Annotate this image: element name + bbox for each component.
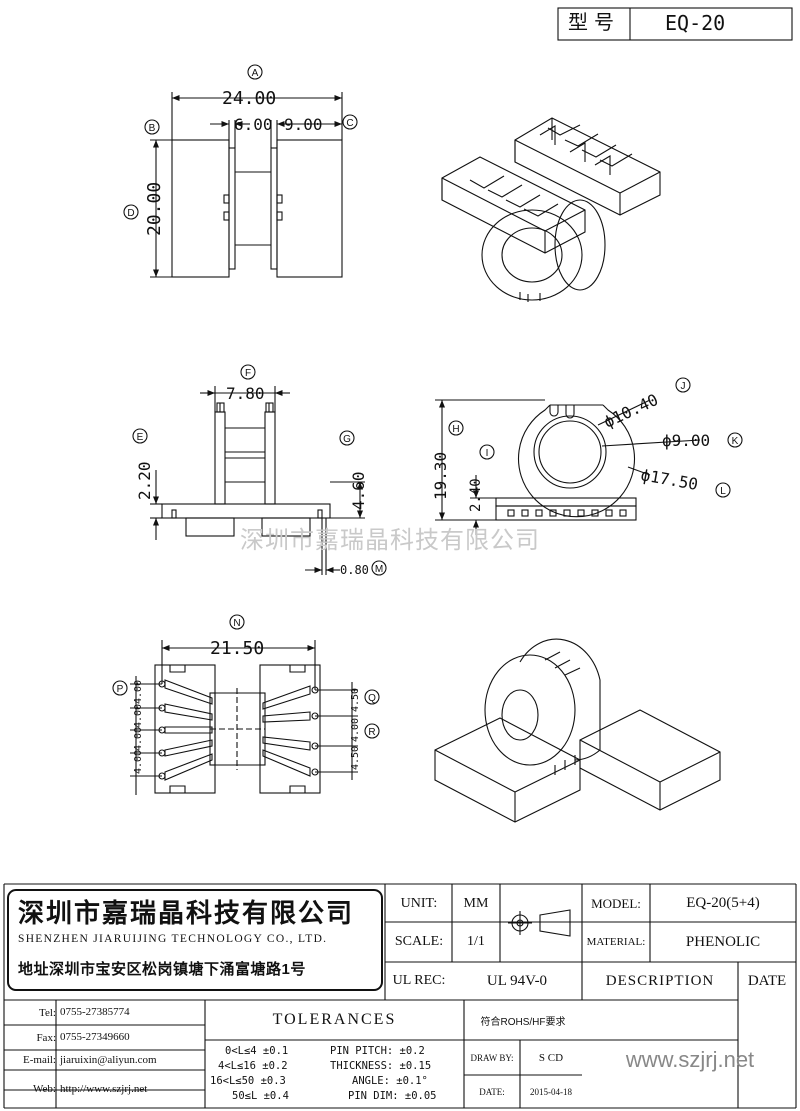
company-name-en: SHENZHEN JIARUIJING TECHNOLOGY CO., LTD.: [18, 933, 328, 945]
tel-label: Tel:: [39, 1006, 56, 1019]
dim-height: 20.00: [144, 182, 165, 236]
dim-n-value: 21.50: [210, 638, 264, 659]
dim-g-value: 4.60: [349, 471, 368, 510]
tolerance-length-2: 4<L≤16 ±0.2: [218, 1060, 288, 1072]
bottom-view: [112, 614, 380, 795]
dim-letter-n: N: [233, 618, 240, 629]
dim-m-value: 0.80: [340, 563, 369, 577]
header-model: EQ-20: [665, 11, 726, 35]
dim-letter-i: I: [486, 448, 489, 459]
dim-r-low-value: 4.50: [350, 746, 361, 770]
type-label: 型号: [568, 12, 620, 34]
ulrec-value: UL 94V-0: [486, 972, 548, 989]
dim-l-value: ϕ17.50: [639, 465, 699, 494]
email-label: E-mail:: [23, 1054, 56, 1066]
material-value: PHENOLIC: [685, 933, 761, 950]
dim-p-value-4: 4.00: [133, 750, 144, 774]
dim-j-value: ϕ10.40: [601, 390, 661, 432]
iso-view-top: [441, 117, 661, 302]
tolerance-other-4: PIN DIM: ±0.05: [348, 1090, 437, 1102]
ulrec-label: UL REC:: [392, 973, 446, 988]
web-value[interactable]: http://www.szjrj.net: [60, 1083, 148, 1095]
dim-pin-span: 7.80: [226, 384, 265, 403]
material-label: MATERIAL:: [586, 936, 646, 948]
tolerances-label: TOLERANCES: [272, 1011, 397, 1028]
dim-i-value: 2.40: [468, 478, 484, 512]
scale-label: SCALE:: [394, 934, 444, 949]
title-block-frame: [3, 883, 797, 1109]
tolerance-other-1: PIN PITCH: ±0.2: [330, 1045, 425, 1057]
date-value: 2015-04-18: [530, 1086, 572, 1097]
dim-letter-m: M: [375, 564, 383, 575]
dim-letter-f: F: [245, 368, 251, 379]
unit-value: MM: [463, 895, 489, 911]
dim-slot-gap: 6.00: [234, 115, 273, 134]
iso-view-bottom: [434, 638, 721, 823]
tel-value: 0755-27385774: [60, 1006, 130, 1018]
rohs-label: 符合ROHS/HF要求: [480, 1016, 566, 1028]
unit-label: UNIT:: [400, 895, 438, 911]
dim-r-mid-value: 4.00: [350, 718, 361, 742]
dim-letter-g: G: [343, 434, 351, 445]
dim-p-value-2: 4.00: [133, 704, 144, 728]
drawby-value: S CD: [538, 1051, 564, 1064]
dim-letter-d: D: [127, 208, 134, 219]
dim-h-value: 19.30: [431, 452, 450, 500]
website-large[interactable]: www.szjrj.net: [625, 1047, 755, 1072]
drawby-label: DRAW BY:: [470, 1052, 514, 1063]
tolerance-length-3: 16<L≤50 ±0.3: [210, 1075, 286, 1087]
description-label: DESCRIPTION: [605, 972, 715, 989]
tolerance-length-4: 50≤L ±0.4: [232, 1090, 289, 1102]
dim-letter-r: R: [368, 727, 375, 738]
dim-letter-c: C: [346, 118, 353, 129]
tolerance-other-3: ANGLE: ±0.1°: [352, 1075, 428, 1087]
dim-letter-e: E: [137, 432, 144, 443]
company-address: 地址深圳市宝安区松岗镇塘下涌富塘路1号: [18, 961, 306, 978]
fax-label: Fax:: [36, 1031, 56, 1044]
scale-value: 1/1: [467, 934, 485, 949]
top-view: [123, 64, 358, 278]
dim-side-width: 9.00: [284, 115, 323, 134]
fax-value: 0755-27349660: [60, 1031, 130, 1043]
email-value[interactable]: jiaruixin@aliyun.com: [60, 1054, 157, 1066]
dim-e-value: 2.20: [135, 461, 154, 500]
dim-letter-q: Q: [368, 693, 376, 704]
tolerance-length-1: 0<L≤4 ±0.1: [225, 1045, 289, 1057]
tolerance-other-2: THICKNESS: ±0.15: [330, 1060, 432, 1072]
company-name-cn: 深圳市嘉瑞晶科技有限公司: [18, 898, 355, 928]
dim-p-value-3: 4.00: [133, 727, 144, 751]
date-header: DATE: [747, 972, 787, 989]
dim-p-value-1: 4.00: [133, 680, 144, 704]
header-box: [557, 7, 793, 41]
watermark: 深圳市嘉瑞晶科技有限公司: [240, 526, 540, 554]
dim-letter-p: P: [117, 684, 124, 695]
web-label: Web:: [33, 1083, 56, 1095]
side-view: [132, 364, 387, 576]
dim-letter-a: A: [252, 68, 259, 79]
model-value: EQ-20(5+4): [686, 895, 760, 911]
model-label: MODEL:: [591, 895, 641, 911]
dim-q-value: 4.50: [350, 688, 361, 712]
dim-width-total: 24.00: [222, 88, 276, 109]
dim-letter-k: K: [732, 436, 739, 447]
dim-k-value: ϕ9.00: [662, 431, 710, 450]
dim-letter-l: L: [720, 486, 726, 497]
date-field-label: DATE:: [479, 1086, 505, 1097]
dim-letter-b: B: [149, 123, 156, 134]
dim-letter-j: J: [681, 381, 686, 392]
front-view: [435, 377, 743, 535]
dim-letter-h: H: [452, 424, 459, 435]
